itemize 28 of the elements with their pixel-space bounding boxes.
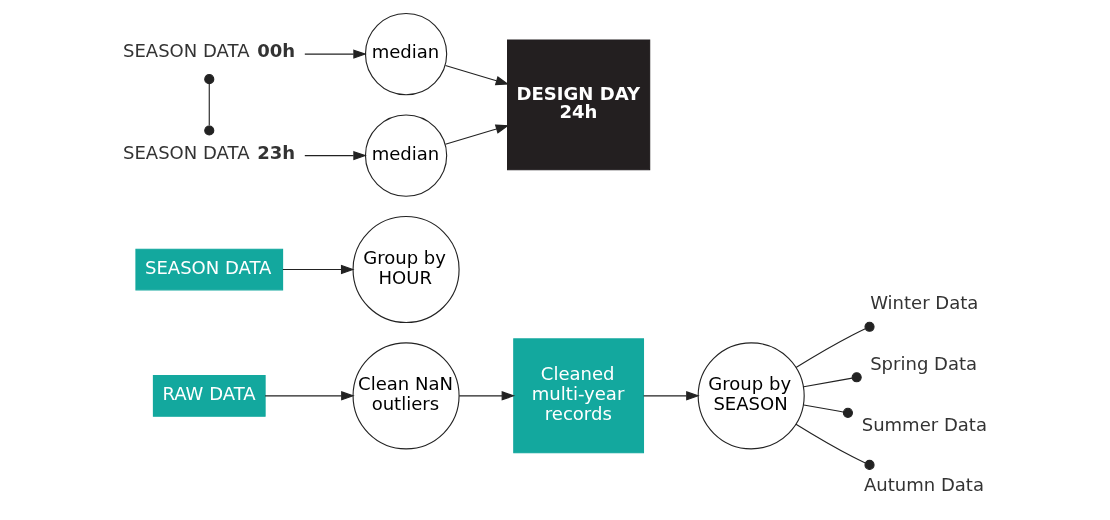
node-box: RAW DATA — [152, 374, 266, 417]
arrow — [281, 264, 354, 274]
node-text: Spring Data — [869, 352, 977, 374]
arrow — [444, 64, 509, 85]
node-text: SEASON DATA 00h — [122, 39, 295, 61]
arrow — [642, 390, 700, 401]
node-box: Cleaned multi-year records — [512, 337, 644, 453]
node-circle: median — [364, 113, 447, 197]
node-circle: Clean NaN outliers — [352, 341, 460, 449]
connector — [794, 423, 875, 470]
node-text: Summer Data — [861, 413, 987, 435]
connector — [802, 403, 853, 418]
connector — [203, 73, 214, 136]
node-circle: Group by HOUR — [352, 215, 460, 323]
arrow — [264, 390, 355, 401]
arrow — [444, 124, 509, 145]
node-circle: median — [364, 12, 447, 95]
node-circle: Group by SEASON — [697, 341, 805, 449]
node-text: Winter Data — [869, 291, 978, 313]
connector — [794, 321, 875, 368]
connector — [802, 371, 862, 387]
arrow — [303, 150, 367, 160]
node-box: DESIGN DAY 24h — [506, 38, 650, 170]
node-text: SEASON DATA 23h — [122, 141, 295, 163]
node-box: SEASON DATA — [134, 248, 283, 290]
arrow — [458, 390, 515, 401]
arrow — [303, 48, 367, 59]
node-text: Autumn Data — [863, 473, 984, 495]
